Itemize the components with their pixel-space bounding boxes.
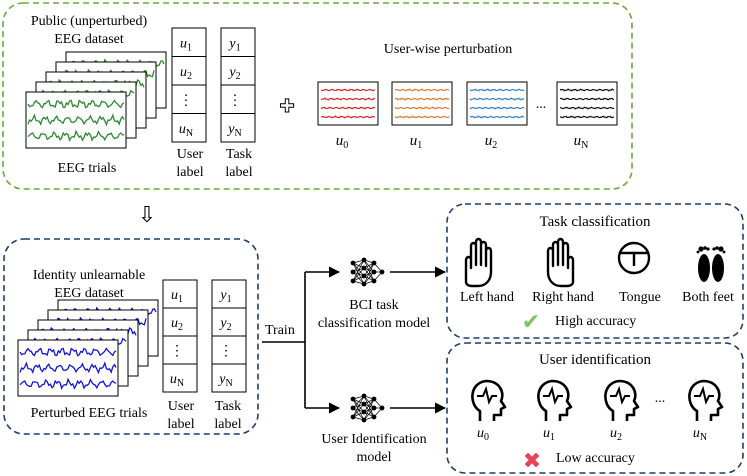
unlearnable-dataset-title-2: EEG dataset <box>54 286 124 301</box>
task-label-caption: Task <box>226 147 252 162</box>
perturbed-trial-sheet <box>17 339 119 397</box>
task-label-cell: ⋮ <box>219 344 233 359</box>
public-dataset-title: Public (unperturbed) <box>31 14 148 29</box>
right-hand-icon <box>546 237 575 288</box>
user-head-icon <box>471 379 507 421</box>
bci-model-label-2: classification model <box>318 316 430 331</box>
user-label-caption: User <box>177 147 204 162</box>
perturbation-label: u2 <box>485 133 498 151</box>
perturbation-title: User-wise perturbation <box>384 42 512 57</box>
task-label-cell: ⋮ <box>228 93 242 108</box>
user-id-label: uN <box>693 426 707 443</box>
high-accuracy-text: High accuracy <box>555 314 636 329</box>
perturbed-trials-label: Perturbed EEG trials <box>31 406 148 421</box>
class-label-both-feet: Both feet <box>682 290 734 305</box>
user-id-label: u0 <box>477 426 489 443</box>
cross-icon: ✖ <box>523 448 541 473</box>
unlearnable-dataset-title: Identity unlearnable <box>33 268 145 283</box>
class-label-tongue: Tongue <box>619 290 661 305</box>
perturbation-label: u0 <box>336 133 349 151</box>
perturbation-block <box>391 81 453 126</box>
perturbation-ellipsis: ... <box>536 97 547 112</box>
task-label-caption-2: label <box>225 165 252 180</box>
unlearnable-dataset-panel <box>3 238 259 435</box>
eeg-trials-label: EEG trials <box>58 161 117 176</box>
perturbation-block <box>466 81 528 126</box>
user-identification-panel <box>446 342 744 474</box>
user-head-icons: u0 u1 u2 uN <box>471 379 724 443</box>
neural-network-icon <box>350 257 385 287</box>
perturbation-label: u1 <box>410 133 423 151</box>
perturbation-block <box>556 81 618 126</box>
both-feet-icon <box>696 246 726 282</box>
class-label-right-hand: Right hand <box>532 290 594 305</box>
user-head-icon <box>604 379 640 421</box>
neural-network-icon <box>350 393 385 423</box>
user-label-cell: ⋮ <box>179 93 193 108</box>
low-accuracy-text: Low accuracy <box>556 451 635 466</box>
users-ellipsis: ... <box>655 391 666 406</box>
eeg-trial-stack <box>25 51 167 149</box>
uid-model-label-2: model <box>357 450 392 465</box>
user-identification-title: User identification <box>539 352 652 368</box>
perturbation-label: uN <box>574 133 589 151</box>
uid-model-label: User Identification <box>321 432 426 447</box>
user-label-caption-2: label <box>167 417 194 432</box>
user-id-label: u2 <box>610 426 622 443</box>
class-label-left-hand: Left hand <box>460 290 514 305</box>
task-label-caption: Task <box>215 399 241 414</box>
perturbation-blocks: u0 u1 u2 uN <box>317 81 618 151</box>
train-label: Train <box>265 323 295 338</box>
user-head-icon <box>537 379 573 421</box>
perturbation-block <box>317 81 379 126</box>
public-dataset-title-2: EEG dataset <box>54 32 124 47</box>
plus-icon: ✚ <box>279 96 294 116</box>
user-label-caption-2: label <box>176 165 203 180</box>
tongue-icon <box>617 241 651 275</box>
perturbed-trial-stack <box>17 299 159 397</box>
down-arrow-icon: ⇩ <box>138 202 156 227</box>
user-id-label: u1 <box>543 426 555 443</box>
left-hand-icon <box>464 237 493 288</box>
public-dataset-panel <box>2 2 633 190</box>
user-head-icon <box>688 379 724 421</box>
task-classification-panel <box>446 203 744 339</box>
eeg-trial-sheet <box>25 91 127 149</box>
task-classification-title: Task classification <box>540 214 651 230</box>
user-label-cell: ⋮ <box>170 344 184 359</box>
user-label-caption: User <box>168 399 195 414</box>
task-label-caption-2: label <box>214 417 241 432</box>
bci-model-label: BCI task <box>349 298 398 313</box>
check-icon: ✔ <box>522 309 540 334</box>
